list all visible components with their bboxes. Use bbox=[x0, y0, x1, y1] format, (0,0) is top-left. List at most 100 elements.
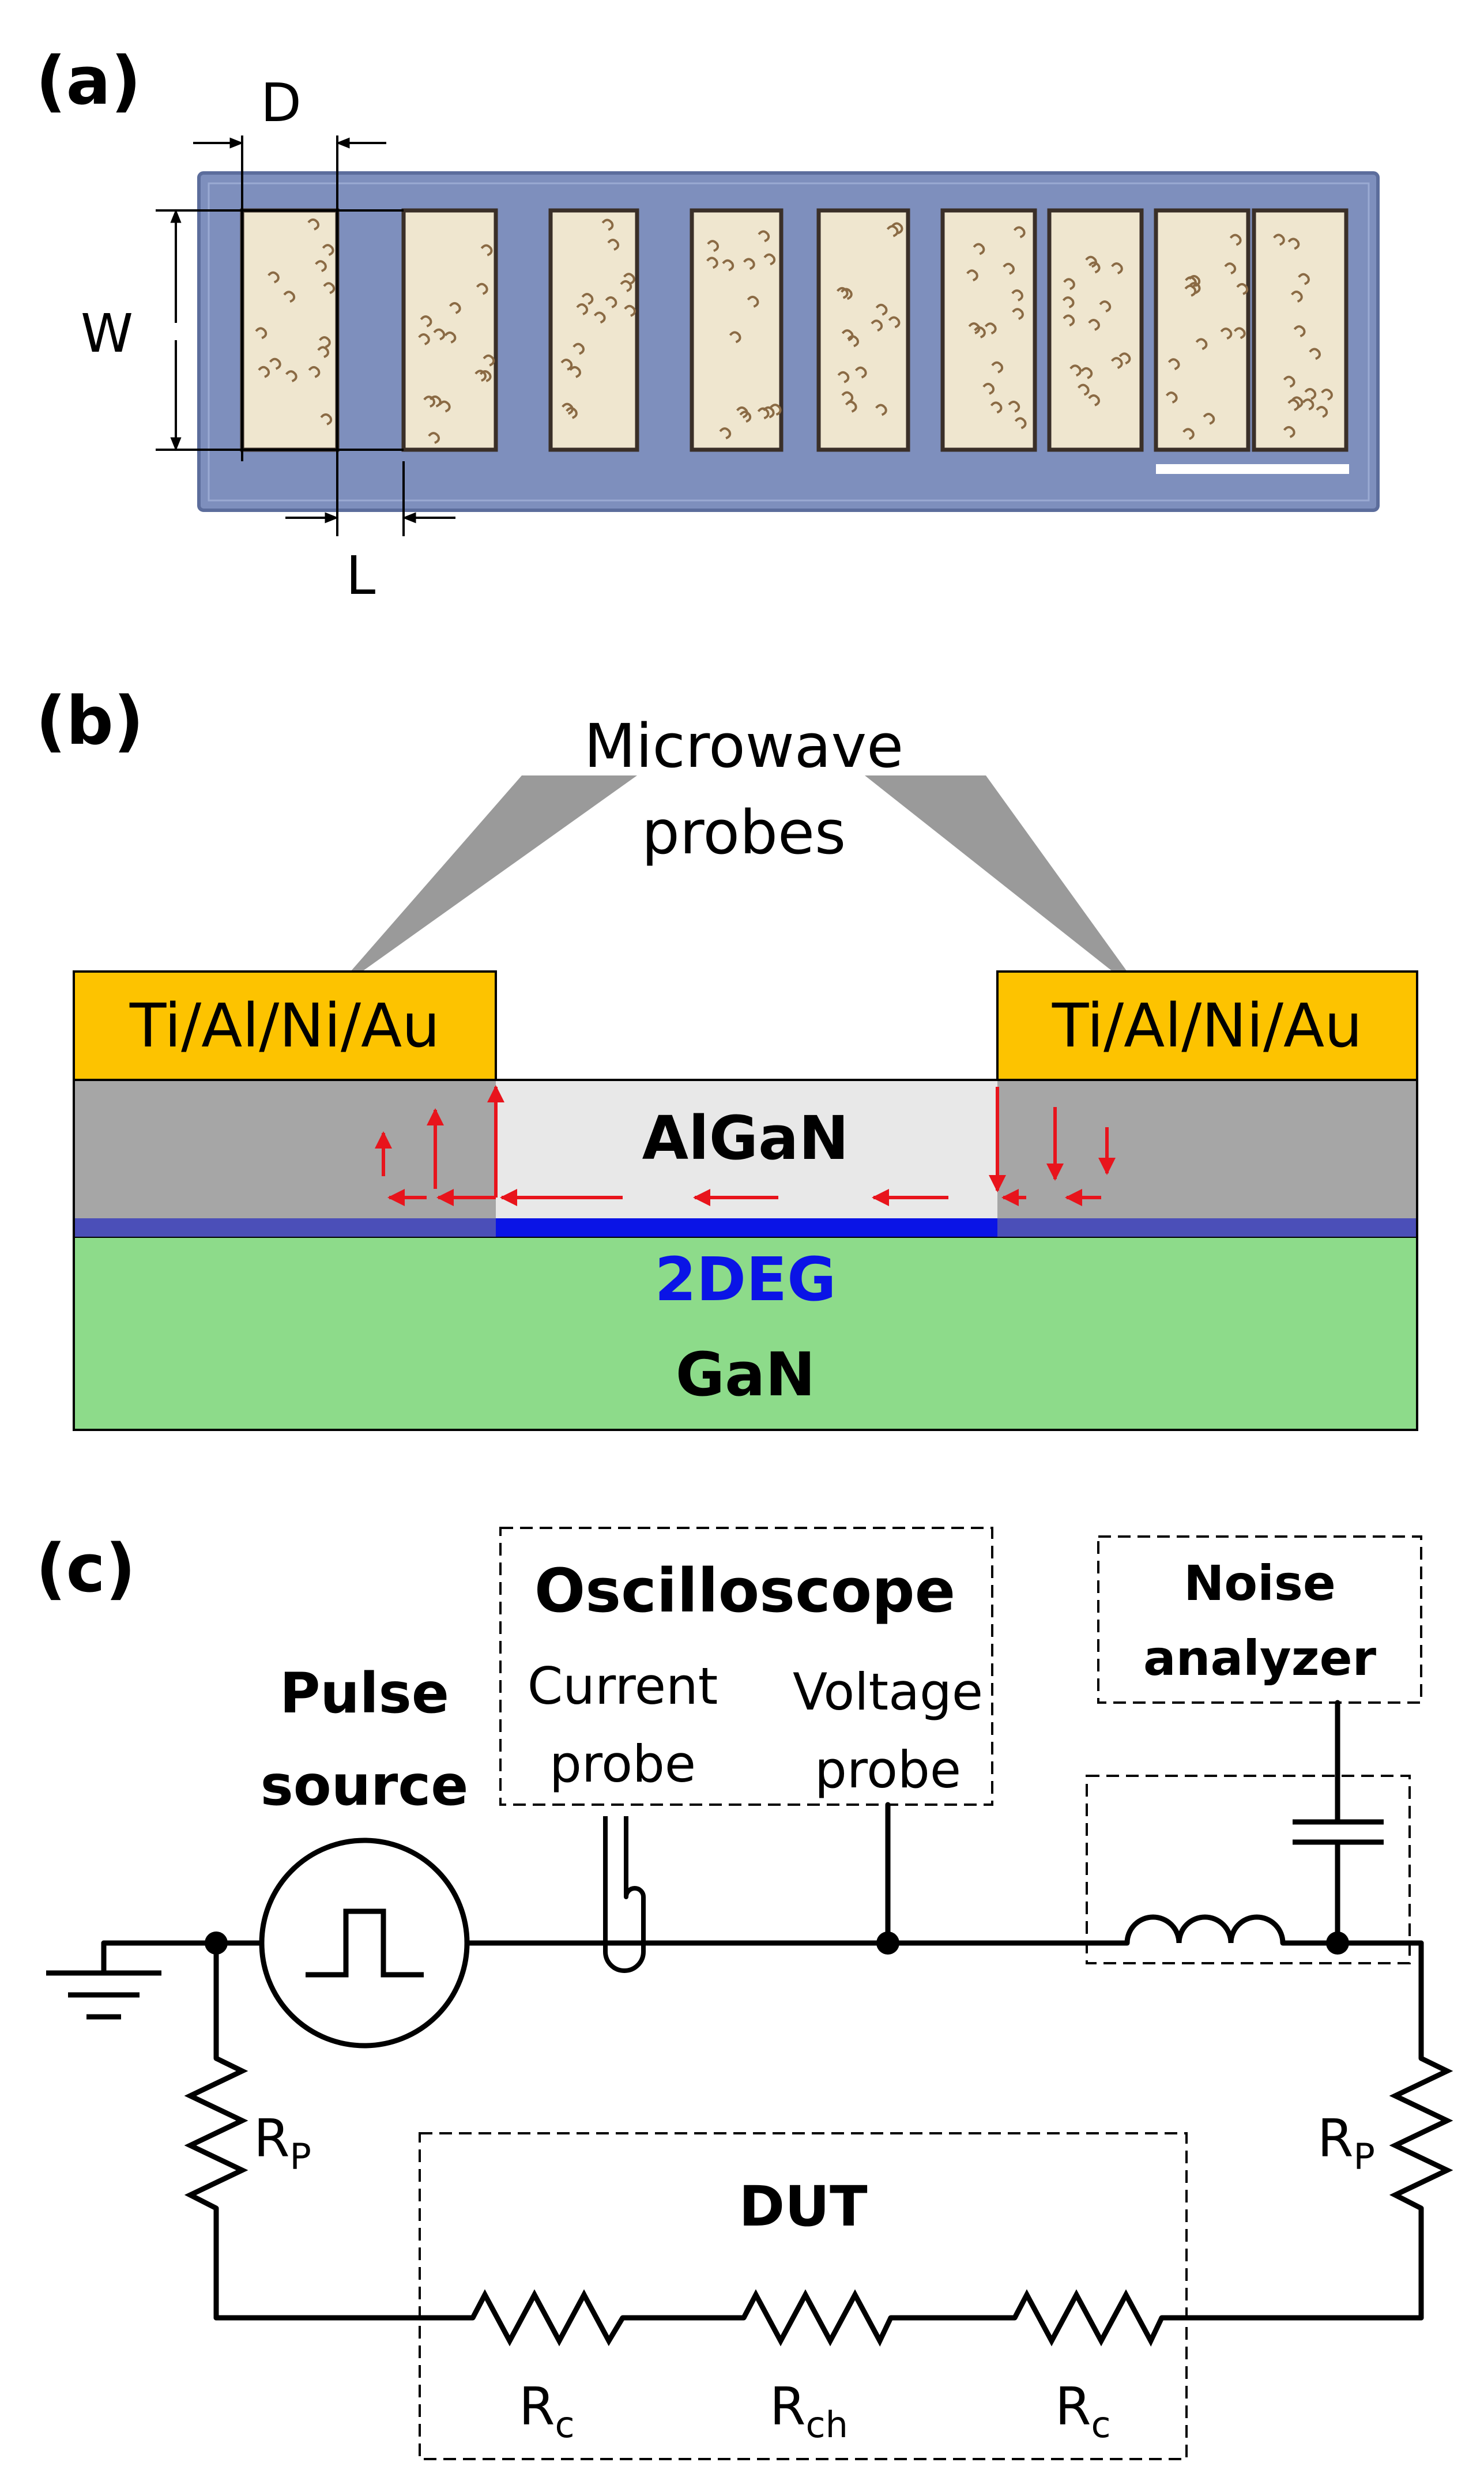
pad-texture-speck bbox=[888, 316, 901, 329]
pad-texture-speck bbox=[1203, 412, 1215, 425]
algan-channel-region bbox=[496, 1080, 997, 1218]
pad-texture-speck bbox=[285, 370, 297, 382]
algan-label: AlGaN bbox=[642, 1103, 849, 1173]
pad-texture-speck bbox=[1283, 375, 1295, 388]
scale-bar bbox=[1156, 464, 1349, 474]
pad-texture-speck bbox=[317, 346, 329, 359]
pad-texture-speck bbox=[283, 291, 296, 303]
circuit-wires bbox=[101, 1700, 1424, 2321]
pad-texture-speck bbox=[1063, 278, 1075, 291]
panel-b-label: (b) bbox=[36, 683, 144, 760]
pad-texture-speck bbox=[428, 432, 440, 444]
pad-texture-speck bbox=[1013, 226, 1026, 239]
pad-texture-speck bbox=[722, 259, 735, 272]
pad-texture-speck bbox=[1012, 308, 1024, 320]
resistor-rp-right-icon bbox=[1389, 2055, 1453, 2211]
pad-texture-speck bbox=[1182, 428, 1195, 440]
gan-label: GaN bbox=[676, 1339, 816, 1410]
pad-texture-speck bbox=[560, 359, 573, 371]
contact-pad bbox=[940, 208, 1037, 452]
pad-texture-speck bbox=[841, 329, 854, 341]
pad-texture-speck bbox=[429, 395, 442, 408]
pad-texture-speck bbox=[1316, 405, 1328, 418]
pad-texture-speck bbox=[268, 271, 280, 284]
pad-texture-speck bbox=[1298, 273, 1310, 285]
contact-left-label: Ti/Al/Ni/Au bbox=[129, 991, 440, 1061]
pad-texture-speck bbox=[480, 244, 493, 257]
pad-texture-speck bbox=[323, 282, 336, 295]
current-probe-label-1: Current bbox=[528, 1656, 718, 1716]
junction-dot-voltage-probe bbox=[876, 1931, 899, 1955]
pad-texture-speck bbox=[1283, 426, 1295, 438]
dut-label: DUT bbox=[739, 2174, 867, 2239]
current-flow-arrows bbox=[375, 1085, 1116, 1206]
pad-texture-speck bbox=[607, 239, 620, 251]
rc-left-label: Rc bbox=[519, 2377, 575, 2446]
pad-texture-speck bbox=[322, 244, 334, 257]
pad-texture-speck bbox=[1220, 327, 1233, 340]
pad-texture-speck bbox=[1304, 387, 1317, 400]
resistor-rch-icon bbox=[741, 2289, 894, 2347]
pad-texture-speck bbox=[623, 273, 635, 285]
pad-texture-speck bbox=[707, 240, 720, 253]
pad-texture-speck bbox=[308, 366, 321, 378]
rch-label: Rch bbox=[770, 2377, 848, 2446]
pulse-source-icon bbox=[259, 1838, 470, 2049]
twodeg-layer-channel bbox=[496, 1218, 997, 1237]
pad-texture-speck bbox=[1063, 314, 1075, 327]
contact-pad bbox=[548, 208, 639, 452]
pad-texture-speck bbox=[1229, 234, 1242, 246]
pad-texture-speck bbox=[601, 219, 614, 231]
pad-texture-speck bbox=[845, 400, 857, 413]
pad-texture-speck bbox=[593, 311, 606, 324]
pad-texture-speck bbox=[258, 366, 270, 378]
pad-texture-speck bbox=[255, 327, 268, 340]
dim-w-label: W bbox=[81, 303, 133, 364]
pad-texture-speck bbox=[1273, 234, 1285, 246]
probes-label-line2: probes bbox=[642, 797, 846, 868]
pad-texture-speck bbox=[581, 293, 594, 305]
pad-texture-speck bbox=[1080, 367, 1093, 379]
pad-texture-speck bbox=[1195, 338, 1208, 351]
pad-texture-speck bbox=[320, 413, 333, 426]
gan-layer bbox=[73, 1236, 1418, 1431]
pad-texture-speck bbox=[984, 322, 997, 335]
pad-texture-speck bbox=[875, 303, 888, 316]
pad-texture-speck bbox=[982, 382, 995, 395]
dim-l-label: L bbox=[346, 545, 375, 607]
pad-texture-speck bbox=[1014, 417, 1027, 430]
pad-texture-speck bbox=[739, 411, 752, 423]
rp-right-label: RP bbox=[1317, 2109, 1375, 2178]
noise-analyzer-label-2: analyzer bbox=[1143, 1630, 1377, 1686]
pad-texture-speck bbox=[449, 302, 461, 314]
pad-texture-speck bbox=[1236, 283, 1249, 295]
contact-right-label: Ti/Al/Ni/Au bbox=[1052, 991, 1362, 1061]
pad-texture-speck bbox=[319, 336, 331, 348]
pad-texture-speck bbox=[854, 366, 867, 379]
probes-label-line1: Microwave bbox=[584, 711, 903, 781]
pad-texture-speck bbox=[420, 315, 432, 327]
pad-texture-speck bbox=[1185, 276, 1197, 289]
pad-texture-speck bbox=[1167, 358, 1180, 371]
pad-texture-speck bbox=[841, 288, 853, 300]
contact-pad bbox=[1252, 208, 1349, 452]
rc-right-label: Rc bbox=[1055, 2377, 1111, 2446]
pad-texture-speck bbox=[1165, 391, 1178, 404]
substrate-inner-edge bbox=[208, 182, 1370, 502]
oscilloscope-label: Oscilloscope bbox=[534, 1556, 955, 1626]
current-probe-label-2: probe bbox=[549, 1734, 696, 1794]
pad-texture-speck bbox=[743, 258, 755, 270]
voltage-probe-label-1: Voltage bbox=[793, 1662, 983, 1722]
pad-texture-speck bbox=[891, 222, 903, 235]
capacitor-icon bbox=[1293, 1819, 1384, 1845]
pad-texture-speck bbox=[307, 218, 320, 231]
contact-right bbox=[996, 970, 1418, 1081]
pad-texture-speck bbox=[736, 406, 748, 419]
probe-tip-right bbox=[865, 775, 1127, 972]
pad-texture-speck bbox=[624, 304, 636, 317]
pad-texture-speck bbox=[836, 287, 849, 299]
pad-texture-speck bbox=[1088, 394, 1101, 406]
pad-texture-speck bbox=[837, 371, 850, 383]
pad-texture-speck bbox=[886, 225, 899, 238]
